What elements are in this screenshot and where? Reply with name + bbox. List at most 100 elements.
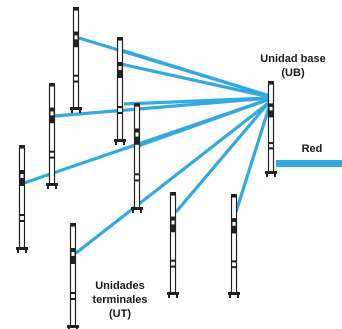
pole-shaft xyxy=(267,83,275,173)
pole-mark xyxy=(268,142,274,145)
pole-base xyxy=(114,139,126,142)
pole-foot xyxy=(25,250,27,253)
pole-base xyxy=(228,292,240,295)
pole-foot xyxy=(229,295,231,298)
pole-cap xyxy=(231,194,237,197)
pole-base-unit xyxy=(265,81,277,177)
pole-base xyxy=(167,292,179,295)
pole-mark xyxy=(73,74,79,77)
pole-ut-6 xyxy=(167,192,179,298)
pole-mark xyxy=(70,292,76,294)
terminal-units-label-line-1: Unidades xyxy=(95,280,145,292)
terminal-units-label-line-3: (UT) xyxy=(109,308,131,320)
pole-foot xyxy=(71,110,73,113)
pole-window xyxy=(171,220,175,225)
pole-window xyxy=(20,174,24,178)
pole-window xyxy=(74,35,78,40)
pole-shaft xyxy=(116,39,124,141)
pole-foot xyxy=(17,250,19,253)
pole-window xyxy=(269,106,273,111)
pole-mark xyxy=(134,173,140,176)
pole-cap xyxy=(170,192,176,195)
pole-cap xyxy=(70,223,76,226)
pole-ut-1 xyxy=(70,7,82,113)
link-ut-5 xyxy=(23,97,271,185)
pole-cap xyxy=(268,81,274,84)
pole-window xyxy=(232,221,236,226)
pole-window xyxy=(135,132,139,137)
pole-base xyxy=(16,247,28,250)
link-ut-6 xyxy=(174,98,273,214)
pole-mark xyxy=(19,214,25,216)
pole-mark xyxy=(49,156,55,159)
pole-shaft xyxy=(230,196,238,294)
pole-cap xyxy=(49,83,55,86)
pole-foot xyxy=(140,210,142,213)
pole-mark xyxy=(73,80,79,83)
poles xyxy=(16,7,277,329)
pole-window xyxy=(118,66,122,70)
pole-window xyxy=(50,111,54,116)
pole-foot xyxy=(168,295,170,298)
network-cable-bar xyxy=(276,160,342,167)
link-ut-2a xyxy=(120,48,271,98)
pole-cap xyxy=(134,103,140,106)
pole-ut-2 xyxy=(114,37,126,145)
link-ut-8 xyxy=(75,99,272,255)
pole-ut-5 xyxy=(16,145,28,253)
pole-ut-7 xyxy=(228,194,240,298)
pole-mark xyxy=(231,266,237,269)
pole-sensor xyxy=(268,103,274,118)
pole-shaft xyxy=(72,9,80,109)
pole-mark xyxy=(117,112,123,114)
pole-mark xyxy=(117,106,123,108)
pole-ut-4 xyxy=(131,103,143,213)
pole-mark xyxy=(19,220,25,222)
link-ut-2b xyxy=(120,62,271,99)
link-ut-4a xyxy=(123,96,271,106)
base-unit-label: Unidad base (UB) xyxy=(254,52,332,80)
pole-mark xyxy=(70,298,76,300)
terminal-units-label-line-2: terminales xyxy=(92,294,148,306)
pole-shaft xyxy=(133,105,141,209)
pole-base xyxy=(46,183,58,186)
pole-foot xyxy=(132,210,134,213)
pole-mark xyxy=(268,147,274,150)
pole-ut-3 xyxy=(46,83,58,189)
pole-mark xyxy=(231,260,237,263)
network-cable xyxy=(276,160,342,167)
pole-mark xyxy=(170,259,176,262)
pole-foot xyxy=(47,186,49,189)
pole-foot xyxy=(123,142,125,145)
pole-ut-8 xyxy=(67,223,79,329)
pole-base xyxy=(131,207,143,210)
pole-foot xyxy=(176,295,178,298)
base-unit-label-line-1: Unidad base xyxy=(260,53,326,65)
network-label: Red xyxy=(296,142,328,156)
terminal-units-label: Unidades terminales (UT) xyxy=(84,279,156,321)
pole-window xyxy=(71,252,75,256)
pole-cap xyxy=(117,37,123,40)
radio-links xyxy=(23,36,273,255)
pole-shaft xyxy=(18,147,26,249)
pole-foot xyxy=(115,142,117,145)
pole-base xyxy=(70,107,82,110)
pole-shaft xyxy=(69,225,77,327)
pole-foot xyxy=(55,186,57,189)
pole-shaft xyxy=(48,85,56,185)
network-label-text: Red xyxy=(301,143,323,155)
pole-mark xyxy=(49,150,55,153)
pole-foot xyxy=(237,295,239,298)
pole-base xyxy=(67,325,79,328)
pole-shaft xyxy=(169,194,177,294)
pole-foot xyxy=(266,174,268,177)
pole-cap xyxy=(19,145,25,148)
pole-mark xyxy=(134,179,140,182)
pole-cap xyxy=(73,7,79,10)
link-ut-7 xyxy=(234,100,273,213)
pole-foot xyxy=(79,110,81,113)
pole-base xyxy=(265,171,277,174)
pole-foot xyxy=(274,174,276,177)
base-unit-label-line-2: (UB) xyxy=(281,67,305,79)
